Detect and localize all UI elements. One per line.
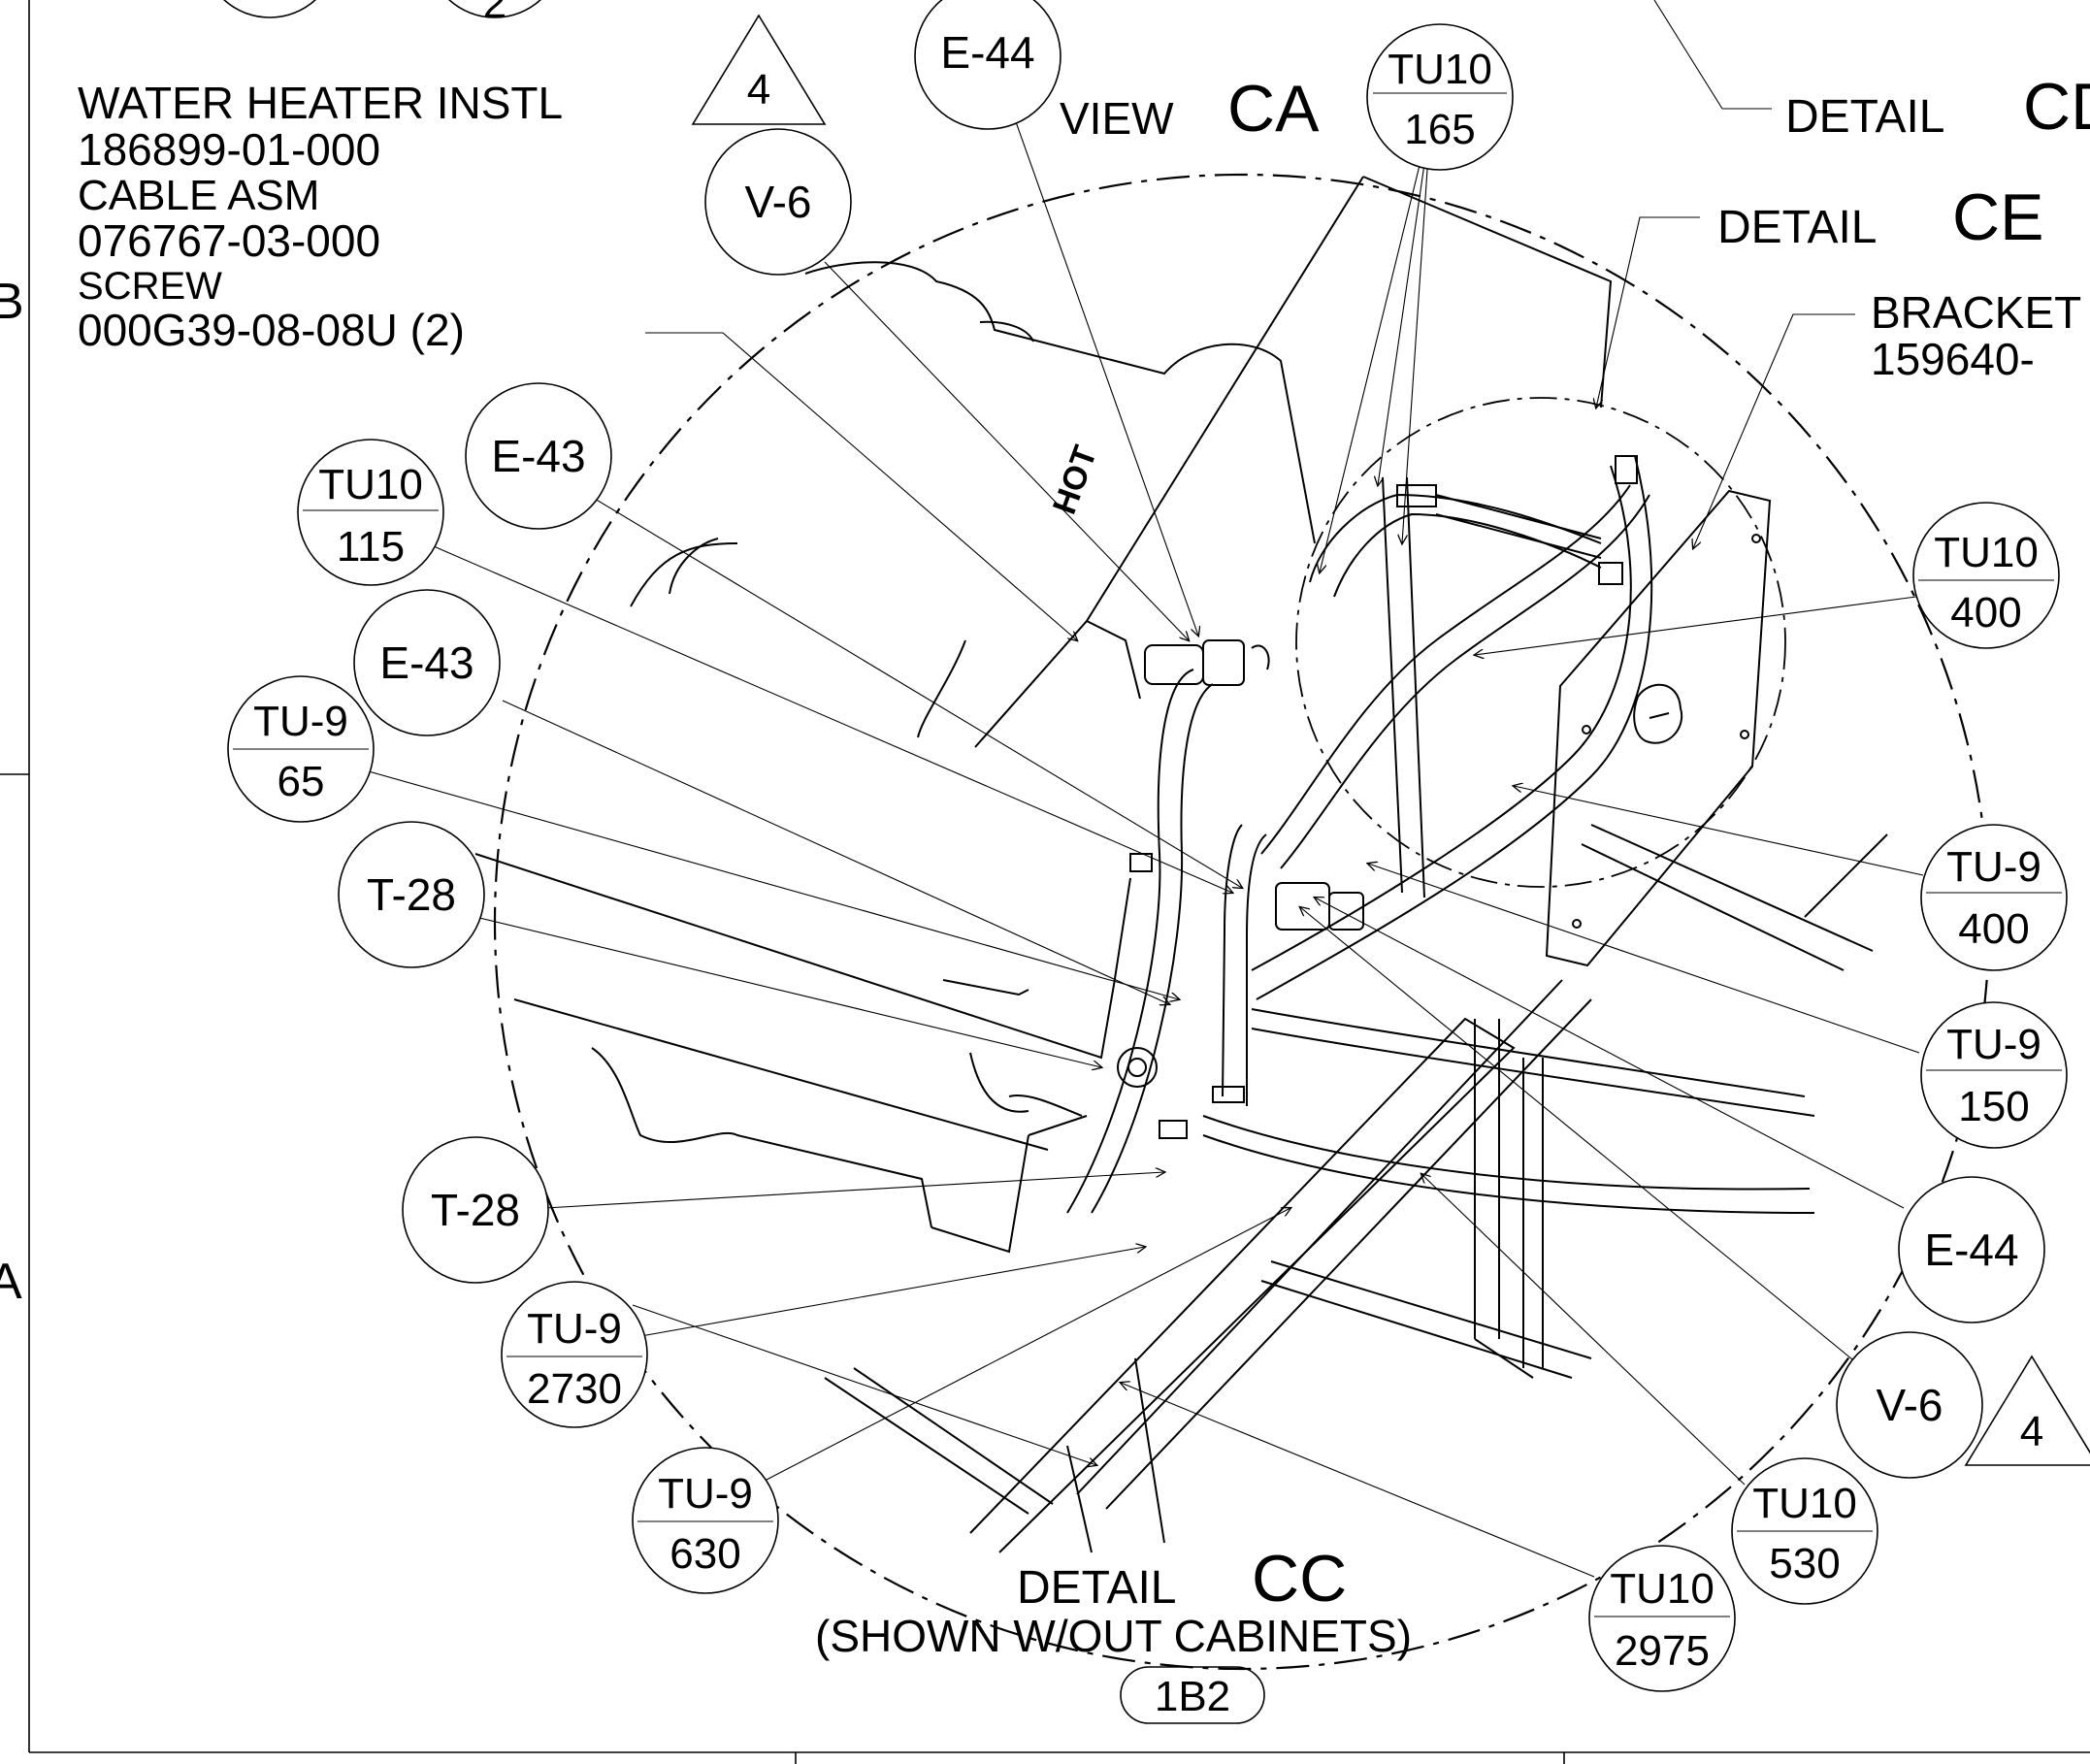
svg-text:2975: 2975 — [1615, 1627, 1710, 1675]
svg-text:V-6: V-6 — [1876, 1380, 1943, 1430]
svg-text:TU-9: TU-9 — [253, 698, 348, 745]
revision-triangle-right — [1964, 1355, 2090, 1466]
partial-bubble-left — [222, 0, 317, 18]
callout-bubble-tu9-150[interactable]: TU-9 150 — [1920, 1001, 2068, 1149]
revision-triangle-right-label: 4 — [2020, 1408, 2043, 1455]
note-screw-number: 000G39-08-08U (2) — [78, 305, 465, 355]
svg-text:TU10: TU10 — [1388, 46, 1492, 93]
revision-triangle-top-label: 4 — [747, 66, 770, 114]
callout-bubble-e43-a[interactable]: E-43 — [465, 382, 612, 530]
svg-text:E-44: E-44 — [940, 27, 1034, 78]
callout-bubble-tu10-2975[interactable]: TU10 2975 — [1588, 1545, 1736, 1692]
partial-bubble-2-label: 2 — [483, 0, 506, 27]
svg-text:400: 400 — [1950, 589, 2021, 637]
svg-text:TU10: TU10 — [318, 461, 423, 508]
callout-bubble-tu9-400[interactable]: TU-9 400 — [1920, 824, 2068, 971]
svg-text:2730: 2730 — [527, 1365, 622, 1413]
detail-cd-letter: CD — [2023, 70, 2090, 144]
bracket-leader — [1693, 313, 1855, 548]
svg-text:115: 115 — [337, 523, 405, 571]
detail-ce-boundary-circle — [1295, 397, 1786, 888]
svg-text:E-43: E-43 — [491, 431, 585, 481]
bracket-number: 159640- — [1871, 334, 2035, 384]
svg-text:TU10: TU10 — [1610, 1565, 1714, 1613]
svg-text:T-28: T-28 — [367, 869, 456, 920]
detail-boundary-circle — [493, 173, 1991, 1671]
svg-text:TU10: TU10 — [1752, 1480, 1857, 1527]
svg-text:400: 400 — [1958, 905, 2029, 953]
note-water-heater: WATER HEATER INSTL — [78, 78, 563, 128]
callout-bubble-v6-top[interactable]: V-6 — [704, 128, 852, 276]
callout-bubble-t28-a[interactable]: T-28 — [338, 821, 485, 968]
hot-label: HOT — [1046, 441, 1104, 519]
detail-cc-prefix: DETAIL — [1017, 1562, 1176, 1614]
svg-text:TU10: TU10 — [1934, 529, 2039, 576]
svg-text:TU-9: TU-9 — [1946, 843, 2041, 891]
svg-text:630: 630 — [669, 1530, 740, 1578]
svg-text:V-6: V-6 — [744, 177, 811, 227]
note-cable-asm-number: 076767-03-000 — [78, 215, 380, 266]
detail-cc-subtitle: (SHOWN W/OUT CABINETS) — [815, 1611, 1412, 1661]
view-ca-letter: CA — [1227, 72, 1320, 146]
callout-bubble-tu9-630[interactable]: TU-9 630 — [632, 1447, 779, 1594]
note-cable-asm: CABLE ASM — [78, 172, 319, 219]
callout-bubble-tu10-400[interactable]: TU10 400 — [1912, 502, 2060, 649]
svg-text:T-28: T-28 — [431, 1185, 520, 1235]
svg-text:TU-9: TU-9 — [1946, 1021, 2041, 1068]
svg-text:165: 165 — [1404, 106, 1475, 153]
assembly-artwork — [474, 176, 1888, 1553]
note-screw: SCREW — [78, 265, 222, 308]
callout-bubble-e44-right[interactable]: E-44 — [1898, 1176, 2045, 1323]
callout-bubble-tu10-165[interactable]: TU10 165 — [1366, 23, 1514, 171]
bracket-label: BRACKET — [1871, 287, 2081, 338]
partial-bubble-2 — [447, 0, 542, 18]
zone-label-b: B — [0, 274, 24, 330]
svg-text:530: 530 — [1769, 1540, 1840, 1587]
notes-block: WATER HEATER INSTL 186899-01-000 CABLE A… — [78, 14, 827, 355]
revision-triangle-top — [691, 14, 827, 125]
detail-cd-leader — [1653, 0, 1723, 110]
sheet-ref-label: 1B2 — [1155, 1673, 1230, 1720]
callout-bubble-t28-b[interactable]: T-28 — [402, 1136, 549, 1284]
callout-bubble-e44-top[interactable]: E-44 — [914, 0, 1061, 130]
callout-bubble-tu9-65[interactable]: TU-9 65 — [227, 675, 375, 823]
detail-cc-letter: CC — [1252, 1542, 1347, 1616]
detail-ce-letter: CE — [1952, 180, 2043, 254]
callout-leaders — [368, 115, 1924, 1578]
svg-text:E-44: E-44 — [1924, 1225, 2018, 1275]
svg-text:150: 150 — [1958, 1083, 2029, 1130]
svg-text:65: 65 — [278, 758, 325, 805]
detail-cd-prefix: DETAIL — [1785, 91, 1944, 143]
svg-text:E-43: E-43 — [379, 637, 474, 688]
note-water-heater-number: 186899-01-000 — [78, 124, 380, 175]
callout-bubble-tu10-530[interactable]: TU10 530 — [1731, 1457, 1878, 1605]
callout-bubble-tu10-115[interactable]: TU10 115 — [297, 439, 444, 586]
bracket-hole — [1582, 725, 1591, 735]
view-ca-prefix: VIEW — [1060, 93, 1174, 144]
svg-text:TU-9: TU-9 — [658, 1470, 753, 1518]
zone-label-a: A — [0, 1254, 22, 1310]
svg-text:TU-9: TU-9 — [527, 1305, 622, 1353]
detail-ce-prefix: DETAIL — [1717, 202, 1877, 253]
callout-bubble-v6-right[interactable]: V-6 — [1836, 1331, 1983, 1479]
callout-bubble-tu9-2730[interactable]: TU-9 2730 — [501, 1281, 648, 1428]
detail-ce-leader — [1596, 216, 1700, 408]
callout-bubble-e43-b[interactable]: E-43 — [353, 589, 501, 736]
